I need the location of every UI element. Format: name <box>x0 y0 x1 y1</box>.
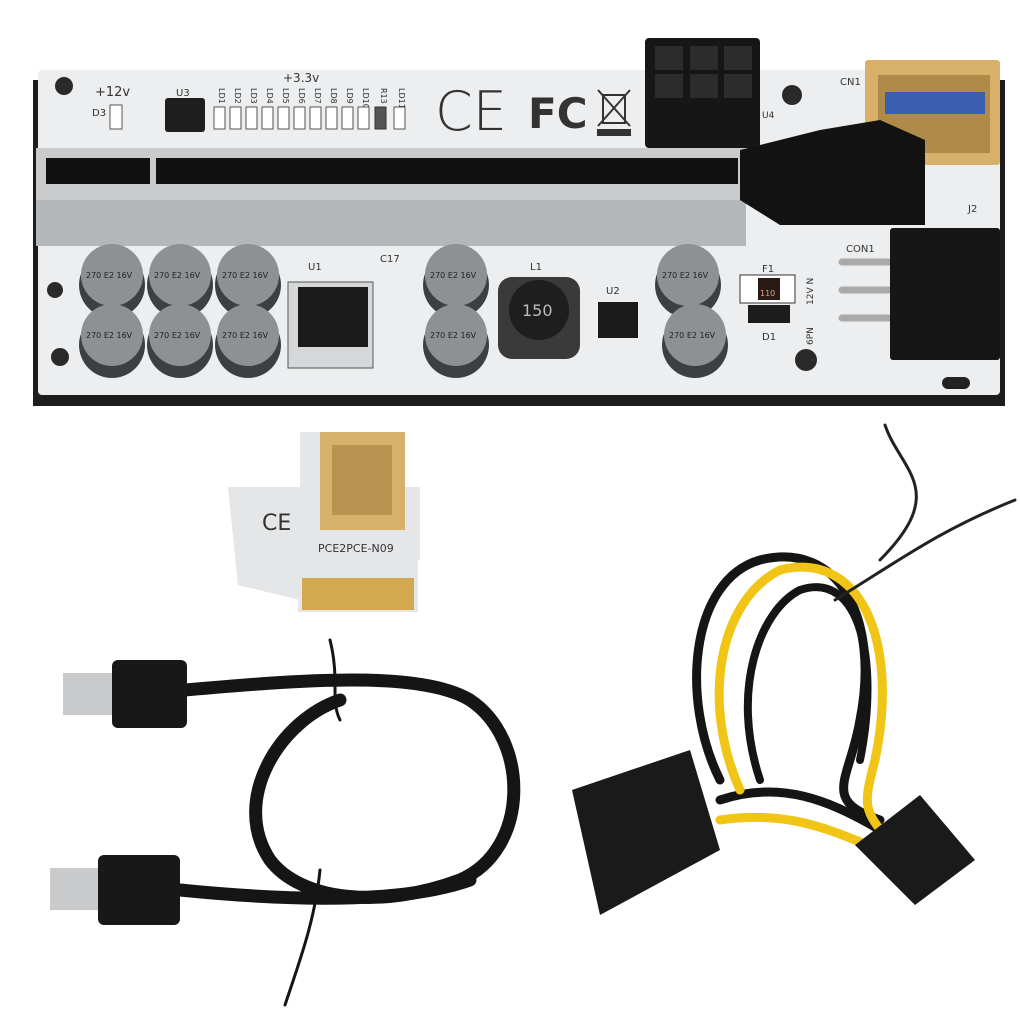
label-c17: C17 <box>380 254 400 265</box>
capacitor: 270 E2 16V <box>79 304 145 378</box>
led-label: LD8 <box>329 88 338 104</box>
ce-mark: CE <box>435 80 507 143</box>
label-j2: J2 <box>967 204 977 215</box>
six-pin-plug <box>855 795 975 905</box>
capacitor: 270 E2 16V <box>215 304 281 378</box>
led-label: LD11 <box>397 88 406 109</box>
fcc-mark: FC <box>528 89 588 138</box>
led-label: LD9 <box>345 88 354 104</box>
chip-u3 <box>165 98 205 132</box>
led <box>357 106 370 130</box>
label-u3: U3 <box>176 88 190 99</box>
led-row: LD1 LD2 LD3 LD4 LD5 LD6 LD7 LD8 LD9 LD10 LD11 <box>213 88 406 130</box>
capacitor: 270 E2 16V <box>215 244 281 318</box>
chip-u2 <box>598 302 638 338</box>
capacitor-label: 270 E2 16V <box>154 271 201 280</box>
led-label: LD7 <box>313 88 322 104</box>
led-label: LD1 <box>217 88 226 104</box>
led <box>277 106 290 130</box>
led <box>393 106 406 130</box>
usb-cable <box>173 638 521 1007</box>
gold-fingers <box>302 578 414 610</box>
capacitor-label: 270 E2 16V <box>222 271 269 280</box>
capacitor-label: 270 E2 16V <box>222 331 269 340</box>
label-6pn: 6PN <box>806 327 816 345</box>
capacitor-label: 270 E2 16V <box>662 271 709 280</box>
led-label: LD6 <box>297 88 306 104</box>
label-u1: U1 <box>308 262 322 273</box>
led <box>229 106 242 130</box>
sata-power-plug <box>572 750 720 915</box>
capacitor: 270 E2 16V <box>662 304 728 378</box>
capacitor-label: 270 E2 16V <box>86 331 133 340</box>
capacitor: 270 E2 16V <box>147 304 213 378</box>
resistor-r13 <box>374 106 387 130</box>
label-d3: D3 <box>92 108 106 119</box>
capacitor: 270 E2 16V <box>423 304 489 378</box>
led-label: LD2 <box>233 88 242 104</box>
capacitor: 270 E2 16V <box>655 244 721 318</box>
usb-plug-bottom <box>50 855 180 925</box>
label-12vn: 12V N <box>806 278 816 305</box>
adapter-model-label: PCE2PCE-N09 <box>318 542 394 555</box>
label-cn1: CN1 <box>840 77 861 88</box>
pcie-x1-adapter: CE PCE2PCE-N09 <box>228 432 420 612</box>
led <box>213 106 226 130</box>
capacitor: 270 E2 16V <box>79 244 145 318</box>
led-label: LD5 <box>281 88 290 104</box>
label-d1: D1 <box>762 332 776 343</box>
label-u4: U4 <box>762 111 775 121</box>
led-label: LD3 <box>249 88 258 104</box>
capacitor-label: 270 E2 16V <box>154 331 201 340</box>
usb-plug-top <box>63 660 187 728</box>
sata-to-6pin-cable <box>692 423 1017 855</box>
label-u2: U2 <box>606 286 620 297</box>
slot-latch <box>740 120 925 225</box>
led <box>341 106 354 130</box>
label-f1: F1 <box>762 264 774 275</box>
led <box>261 106 274 130</box>
capacitor-label: 270 E2 16V <box>430 271 477 280</box>
led <box>325 106 338 130</box>
adapter-ce-mark: CE <box>262 511 291 536</box>
label-12v: +12v <box>95 85 130 100</box>
fuse-code: 110 <box>760 289 775 298</box>
capacitor-label: 270 E2 16V <box>430 331 477 340</box>
capacitor: 270 E2 16V <box>147 244 213 318</box>
led-label: LD4 <box>265 88 274 104</box>
label-con1: CON1 <box>846 244 875 255</box>
label-l1: L1 <box>530 262 542 273</box>
regulator-u1 <box>298 287 368 347</box>
label-3v3: +3.3v <box>283 71 319 85</box>
sata-power-socket <box>890 228 1000 360</box>
weee-bin-icon <box>597 89 631 136</box>
label-r13: R13 <box>379 88 388 104</box>
led <box>245 106 258 130</box>
led <box>293 106 306 130</box>
capacitor-label: 270 E2 16V <box>86 271 133 280</box>
capacitor-label: 270 E2 16V <box>669 331 716 340</box>
capacitor: 270 E2 16V <box>423 244 489 318</box>
diode-d1 <box>748 305 790 323</box>
led-label: LD10 <box>361 88 370 109</box>
inductor-code: 150 <box>522 301 553 320</box>
capacitor-group: 270 E2 16V 270 E2 16V 270 E2 16V 270 E2 16V… <box>79 244 728 378</box>
led <box>309 106 322 130</box>
